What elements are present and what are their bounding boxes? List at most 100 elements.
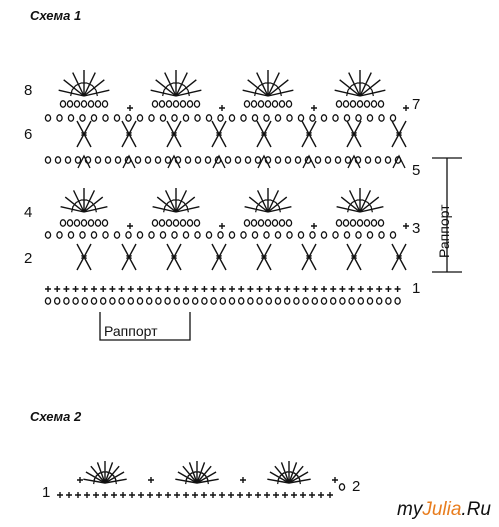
single-crochet [240,477,246,483]
chain-stitch [179,219,187,227]
row-label-1: 1 [412,280,421,297]
chain-stitch [145,297,153,305]
double-crochet-bar [216,132,222,136]
chain-stitch [240,114,247,122]
chain-stitch [240,231,247,239]
s2-row-label-2: 2 [352,478,361,495]
chain-stitch [378,231,385,239]
chain-stitch [243,100,251,108]
single-crochet [311,223,317,229]
single-crochet [357,286,364,292]
double-crochet-bar [183,201,188,208]
chain-stitch [56,114,63,122]
chain-stitch [364,156,372,164]
chain-stitch [104,156,112,164]
chain-stitch [94,219,102,227]
double-crochet-bar [72,201,77,208]
chain-stitch [219,297,227,305]
single-crochet [91,286,97,292]
chain-stitch [158,100,166,108]
single-crochet [118,286,125,292]
chain-stitch [204,156,212,164]
chain-stitch [205,231,213,239]
chain-stitch [44,297,52,305]
chain-stitch [63,297,70,305]
chain-stitch [332,231,339,239]
chain-stitch [182,114,190,122]
single-crochet [66,492,72,498]
chain-stitch [210,297,217,305]
chain-stitch [377,100,385,108]
chain-stitch [66,219,74,227]
chain-stitch [80,219,88,227]
chain-stitch [285,100,293,108]
chain-stitch [56,231,63,239]
chain-stitch [257,219,265,227]
single-crochet [120,492,126,498]
chain-stitch [182,231,190,239]
single-crochet [93,492,99,498]
chain-stitch [186,100,194,108]
rapport-bracket-bottom [99,312,191,341]
double-crochet-bar [371,90,374,97]
chain-stitch [144,156,152,164]
chain-stitch [171,114,178,122]
single-crochet [219,286,226,292]
double-crochet-bar [95,90,98,97]
double-crochet-bar [81,255,87,259]
single-crochet [255,492,261,498]
double-crochet-bar [171,255,177,259]
chain-stitch [179,100,187,108]
chain-stitch [263,114,270,122]
chain-stitch [118,297,125,305]
single-crochet [81,286,88,292]
single-crochet [147,492,153,498]
picot-stitch [167,154,181,169]
single-crochet [309,492,315,498]
chain-stitch [257,100,265,108]
chain-stitch [366,297,374,305]
chain-stitch [363,219,371,227]
double-crochet-bar [75,82,82,87]
double-crochet-bar [306,132,312,136]
chain-stitch [297,231,305,239]
single-crochet [148,477,154,483]
single-crochet [403,105,409,111]
double-crochet-bar [367,85,373,91]
double-crochet-bar [347,85,353,91]
single-crochet [219,223,225,229]
chain-stitch [228,297,236,305]
chain-stitch [72,297,79,305]
chain-stitch [136,114,144,122]
picot-stitch [257,154,271,169]
chain-stitch [193,219,201,227]
single-crochet [138,492,144,498]
chain-stitch [264,100,272,108]
chain-stitch [250,219,258,227]
chain-stitch [271,219,279,227]
chain-stitch [384,156,392,164]
chain-stitch [158,219,166,227]
picot-stitch [392,154,406,169]
single-crochet [403,223,409,229]
double-crochet-bar [178,82,185,87]
single-crochet [385,286,392,292]
double-crochet-bar [216,255,222,259]
single-crochet [102,492,108,498]
chain-stitch [375,297,383,305]
single-crochet [192,286,199,292]
single-crochet [256,286,263,292]
single-crochet [302,286,309,292]
double-crochet-bar [396,255,402,259]
chain-stitch [165,100,173,108]
chain-stitch [228,231,236,239]
chain-stitch [154,156,162,164]
single-crochet [247,286,254,292]
single-crochet [219,492,225,498]
chain-stitch [159,114,167,122]
chain-stitch [113,114,121,122]
single-crochet [318,492,324,498]
single-crochet [183,286,189,292]
chain-stitch [370,219,378,227]
chain-stitch [274,231,282,239]
